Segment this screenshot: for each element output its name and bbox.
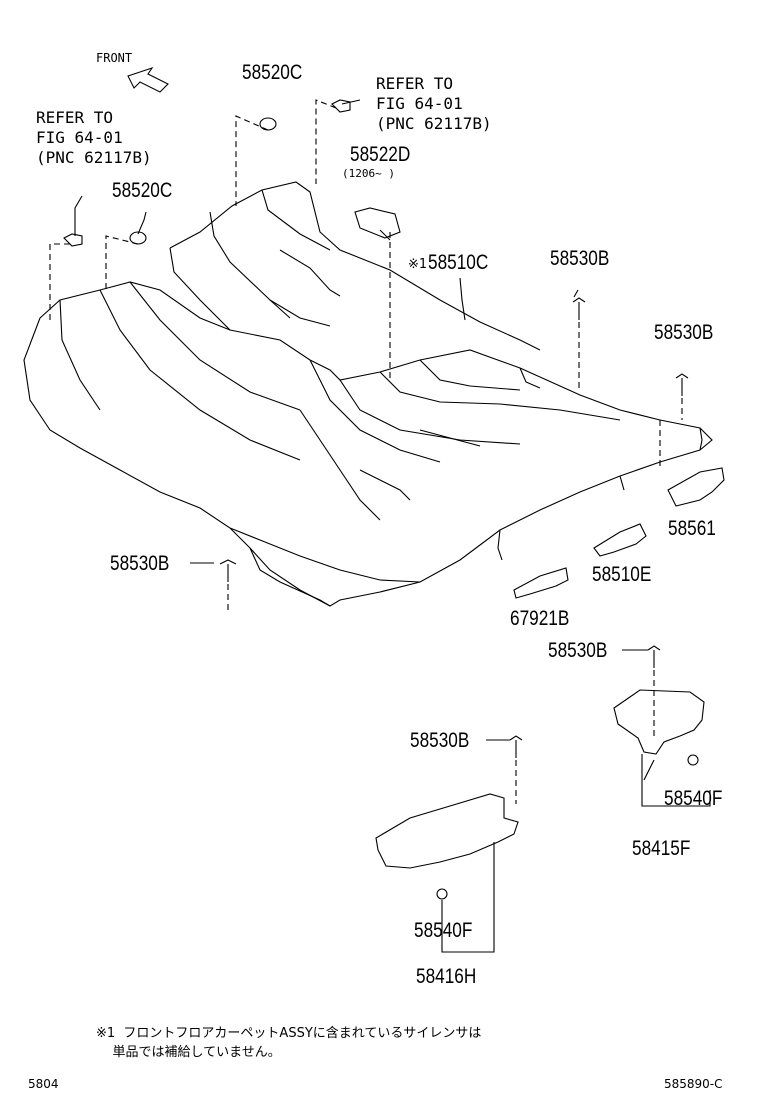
footnote-line2: 単品では補給していません。 <box>96 1045 281 1060</box>
clip-62117B-left-icon <box>63 233 83 247</box>
part-58510E: 58510E <box>592 563 652 586</box>
refer-left-line2: FIG 64-01 <box>36 128 123 147</box>
part-58416H: 58416H <box>416 965 477 988</box>
clip-58520C-top-icon <box>259 117 277 131</box>
screw-58530B-c-icon <box>219 559 237 582</box>
footnote-line1: ※1 フロントフロアカーペットASSYに含まれているサイレンサは <box>96 1026 482 1041</box>
screw-58530B-d-icon <box>647 645 661 668</box>
nut-58540F-left-icon <box>436 888 448 900</box>
page-number: 5804 <box>28 1077 59 1091</box>
silencer-67921B <box>513 567 569 599</box>
part-58520C-left: 58520C <box>112 179 173 202</box>
cover-58415F <box>613 689 705 755</box>
figure-code: 585890-C <box>664 1077 723 1091</box>
refer-right-line2: FIG 64-01 <box>376 94 463 113</box>
part-58540F-right: 58540F <box>664 787 723 810</box>
refer-left-line3: (PNC 62117B) <box>36 148 152 167</box>
part-67921B: 67921B <box>510 607 570 630</box>
screw-58530B-e-icon <box>509 735 523 758</box>
cover-58416H <box>375 793 519 869</box>
clip-62117B-right-icon <box>331 99 351 113</box>
part-58540F-left: 58540F <box>414 919 473 942</box>
refer-right-line1: REFER TO <box>376 74 454 93</box>
front-floor-carpet <box>23 181 713 607</box>
silencer-58561 <box>667 467 725 507</box>
front-arrow-icon <box>127 66 169 93</box>
part-58561: 58561 <box>668 517 716 540</box>
screw-58530B-a-icon <box>572 297 586 320</box>
part-58530B-d: 58530B <box>548 639 608 662</box>
part-58415F: 58415F <box>632 837 691 860</box>
screw-58530B-b-icon <box>675 373 689 396</box>
part-58520C-top: 58520C <box>242 61 303 84</box>
part-58522D: 58522D <box>350 143 411 166</box>
front-label: FRONT <box>96 51 133 65</box>
part-58530B-c: 58530B <box>110 552 170 575</box>
refer-left-line1: REFER TO <box>36 108 114 127</box>
part-58510C-mark: ※1 <box>408 257 427 272</box>
part-58510C: 58510C <box>428 251 489 274</box>
nut-58540F-right-icon <box>687 754 699 766</box>
part-58530B-a: 58530B <box>550 247 610 270</box>
part-58522D-note: (1206~ ) <box>342 167 395 180</box>
part-58530B-b: 58530B <box>654 321 714 344</box>
part-58530B-e: 58530B <box>410 729 470 752</box>
silencer-58510E <box>593 523 647 557</box>
refer-right-line3: (PNC 62117B) <box>376 114 492 133</box>
